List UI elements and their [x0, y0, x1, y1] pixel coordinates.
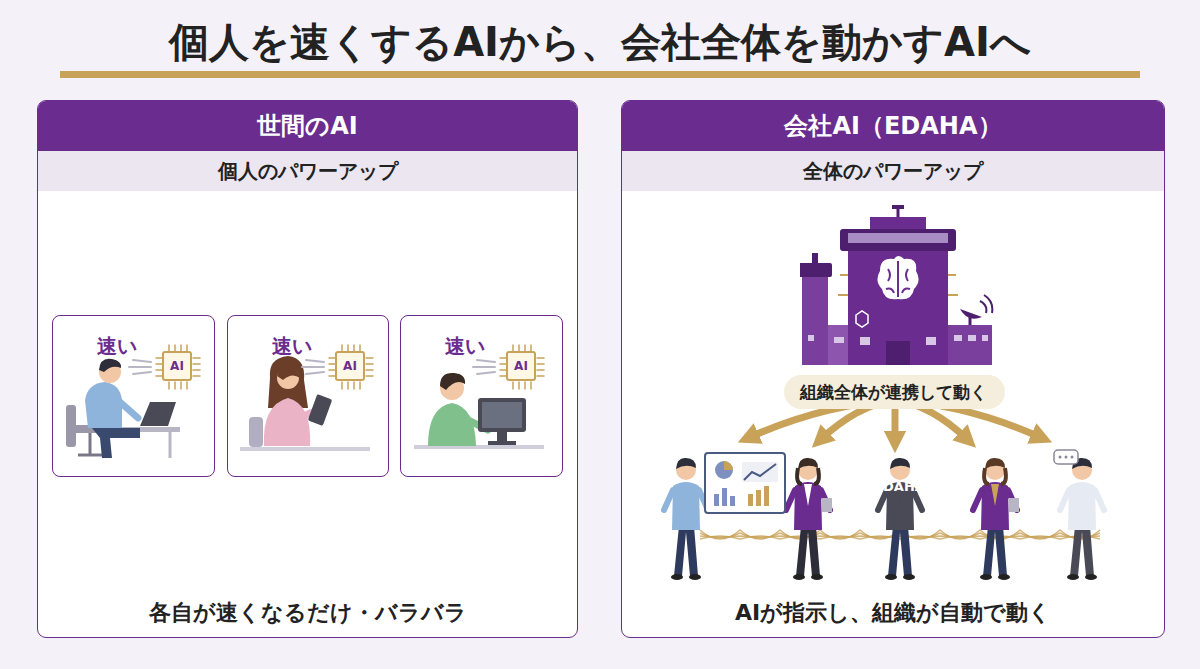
speed-label: 速い — [97, 334, 137, 358]
panel-ground — [37, 100, 578, 638]
speed-card: 速い AI — [227, 315, 389, 477]
speech-bubble — [1054, 450, 1078, 464]
chip-label: AI — [164, 353, 190, 379]
panel: 会社AI（EDAHA）全体のパワーアップ AIが指示し、組織が自動で動く EDAHA… — [621, 100, 1165, 638]
ai-chip: AI — [162, 351, 192, 381]
ai-chip: AI — [506, 351, 536, 381]
ai-chip: AI — [335, 351, 365, 381]
chip-label: AI — [508, 353, 534, 379]
speed-label: 速い — [272, 334, 312, 358]
panel: 世間のAI個人のパワーアップ各自が速くなるだけ・バラバラ 速い AI 速い AI 速い AI — [37, 100, 578, 638]
panel-footer: 各自が速くなるだけ・バラバラ — [38, 598, 577, 628]
card-ground — [227, 315, 389, 477]
brand-name: EDAHA — [850, 479, 950, 495]
title-underline — [60, 71, 1140, 78]
flow-label: 組織全体が連携して動く — [784, 375, 1005, 409]
panel-subheader: 個人のパワーアップ — [38, 151, 577, 191]
chip-label: AI — [337, 353, 363, 379]
speed-card: 速い AI — [400, 315, 563, 477]
card-ground — [52, 315, 215, 477]
control-tower — [800, 205, 994, 365]
chart-board — [705, 453, 785, 513]
speed-card: 速い AI — [52, 315, 215, 477]
page-title: 個人を速くするAIから、会社全体を動かすAIへ — [0, 16, 1200, 68]
panel-header: 会社AI（EDAHA） — [622, 101, 1164, 151]
person-monitor — [414, 373, 544, 449]
panel-header: 世間のAI — [38, 101, 577, 151]
panel-footer: AIが指示し、組織が自動で動く — [622, 598, 1164, 628]
panel-ground — [621, 100, 1165, 638]
flow-label-text: 組織全体が連携して動く — [784, 375, 1003, 409]
card-ground — [400, 315, 563, 477]
company-ai-building: EDAHA — [800, 205, 994, 365]
panel-subheader: 全体のパワーアップ — [622, 151, 1164, 191]
team-people — [664, 458, 1104, 580]
speed-label: 速い — [445, 334, 485, 358]
